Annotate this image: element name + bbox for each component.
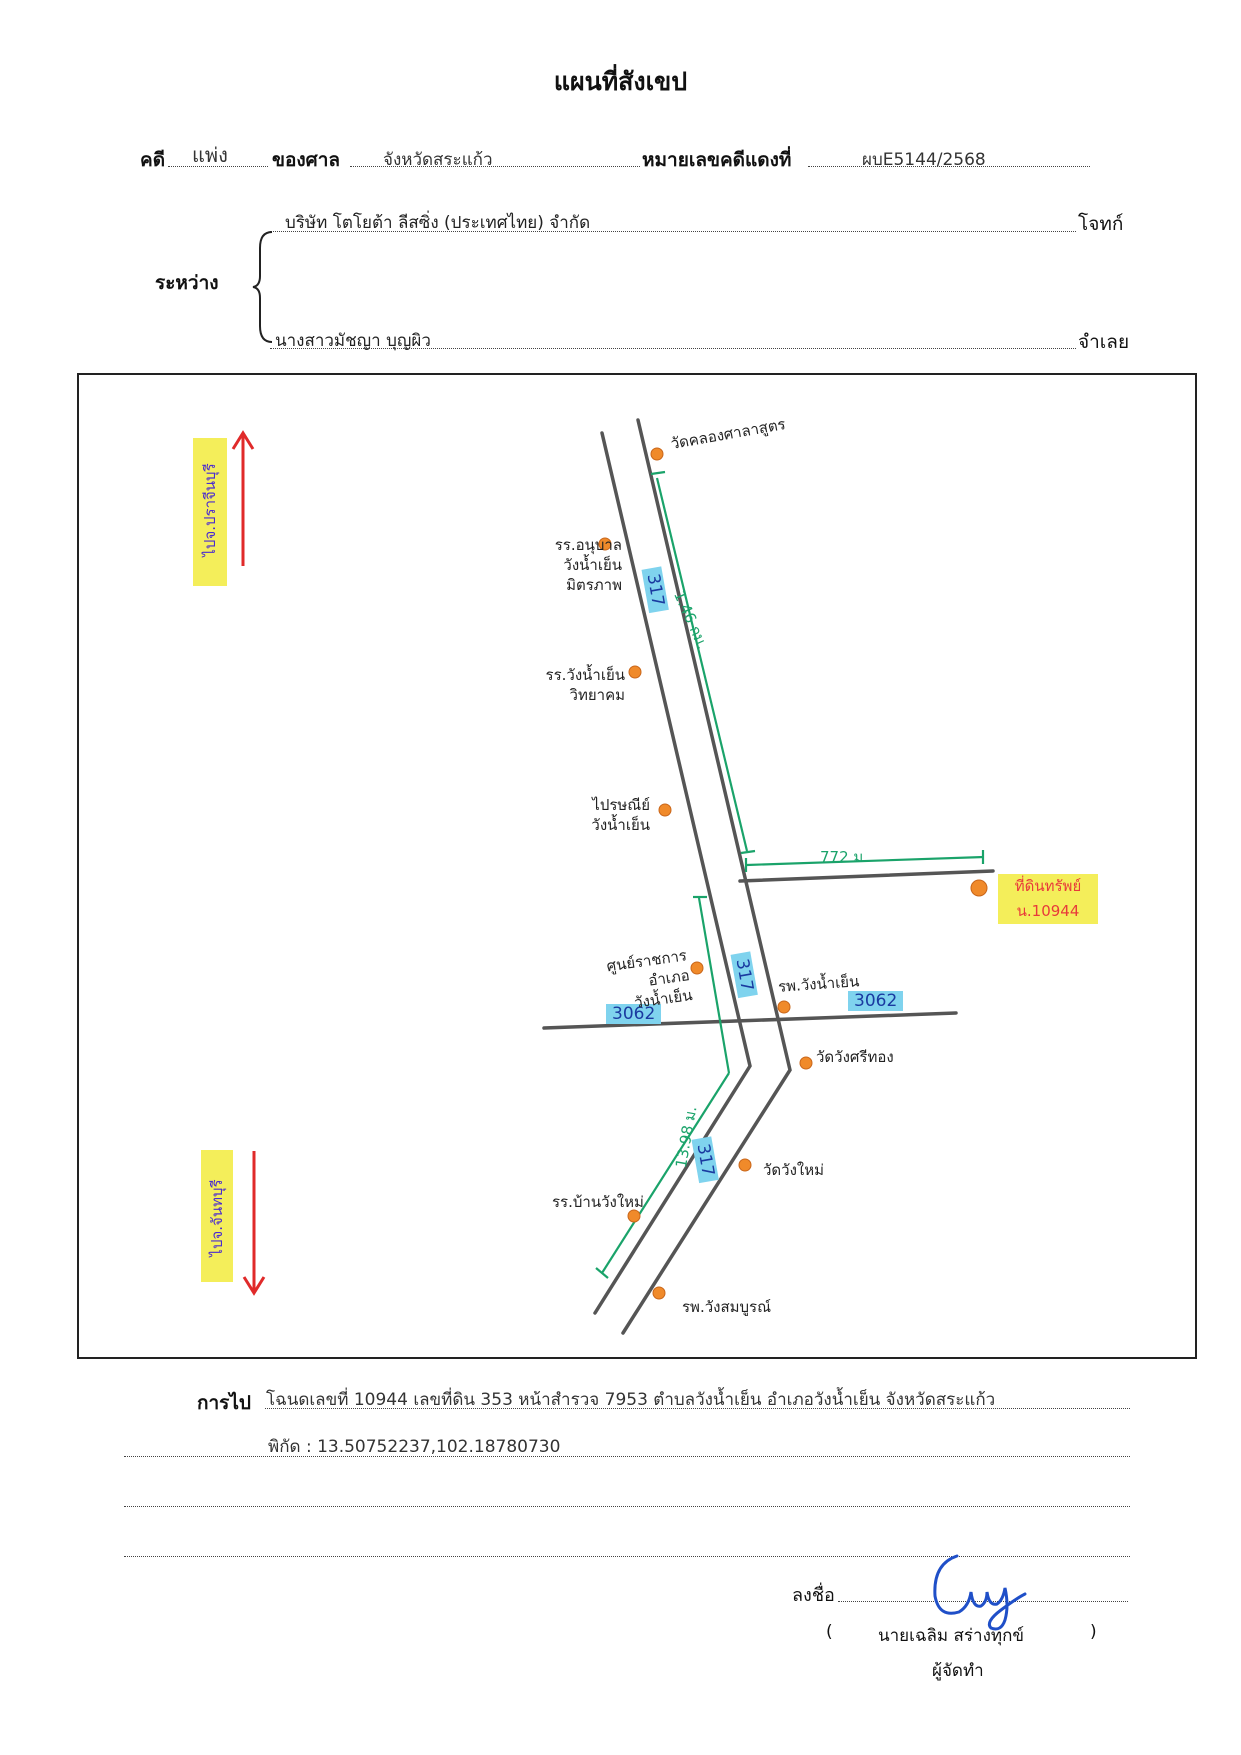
property-line2: น.10944 [1016, 902, 1080, 920]
signature-icon [933, 1554, 1027, 1631]
distance-east: 772 ม. [820, 848, 869, 866]
south-label: ไปจ.จันทบุรี [208, 1179, 226, 1257]
landmark-label: รร.บ้านวังใหม่ [552, 1193, 644, 1211]
case-type: แพ่ง [192, 143, 228, 167]
marker-icon [598, 537, 612, 551]
red-case-dots [808, 166, 1090, 167]
landmark-label: ไปรษณีย์ วังน้ำเย็น [591, 796, 650, 834]
south-highlight [201, 1150, 233, 1282]
page-title: แผนที่สังเขป [553, 67, 688, 96]
road-3062-tag-east: 3062 [848, 991, 904, 1011]
property-line1: ที่ดินทรัพย์ [1014, 877, 1082, 895]
main-road [542, 418, 995, 1335]
marker-icon [690, 961, 704, 975]
between-label: ระหว่าง [155, 272, 219, 294]
marker-icon [799, 1056, 813, 1070]
marker-icon [738, 1158, 752, 1172]
plaintiff-name: บริษัท โตโยต้า ลีสซิ่ง (ประเทศไทย) จำกัด [285, 213, 591, 233]
signer-role: ผู้จัดทำ [932, 1661, 984, 1681]
landmark-label: รร.อนุบาล วังน้ำเย็น มิตรภาพ [554, 536, 622, 594]
north-highlight [193, 438, 227, 586]
red-case-value: ผบE5144/2568 [862, 150, 986, 170]
coords-text: พิกัด : 13.50752237,102.18780730 [268, 1437, 561, 1457]
landmark-label: รร.วังน้ำเย็น วิทยาคม [545, 666, 625, 704]
marker-icon [650, 447, 664, 461]
property-marker-icon [970, 879, 988, 897]
marker-icon [658, 803, 672, 817]
north-label: ไปจ.ปราจีนบุรี [201, 463, 219, 557]
plaintiff-dots [270, 231, 1076, 232]
road-3062-tag-west: 3062 [606, 1004, 662, 1024]
close-paren: ) [1090, 1622, 1097, 1642]
directions-text: โฉนดเลขที่ 10944 เลขที่ดิน 353 หน้าสำรวจ… [266, 1390, 996, 1410]
distance-lines [595, 470, 985, 1279]
direction-arrows [231, 430, 266, 1296]
open-paren: ( [826, 1622, 833, 1642]
red-case-label: หมายเลขคดีแดงที่ [642, 149, 792, 171]
court-value: จังหวัดสระแก้ว [383, 150, 493, 170]
plaintiff-label: โจทก์ [1078, 213, 1124, 235]
landmark-label: รพ.วังสมบูรณ์ [682, 1298, 771, 1316]
marker-icon [627, 1209, 641, 1223]
case-dots [168, 166, 268, 167]
landmark-markers [598, 447, 988, 1300]
landmark-label: วัดวังใหม่ [763, 1161, 825, 1179]
defendant-name: นางสาวมัชญา บุญผิว [275, 331, 431, 351]
court-dots [350, 166, 640, 167]
directions-label: การไป [197, 1392, 251, 1414]
signer-name: นายเฉลิม สร่างทุกข์ [878, 1626, 1025, 1646]
blank-line-1 [124, 1506, 1130, 1507]
property-label: ที่ดินทรัพย์ น.10944 [998, 874, 1098, 924]
case-label: คดี [140, 149, 166, 171]
marker-icon [777, 1000, 791, 1014]
marker-icon [628, 665, 642, 679]
map-frame [77, 373, 1197, 1359]
coords-dots [124, 1456, 1130, 1457]
court-label: ของศาล [272, 149, 341, 171]
directions-dots [265, 1408, 1130, 1409]
brace-icon [252, 231, 273, 343]
landmark-label: วัดวังศรีทอง [816, 1048, 894, 1066]
marker-icon [652, 1286, 666, 1300]
sign-label: ลงชื่อ [792, 1585, 835, 1606]
blank-line-2 [124, 1556, 1130, 1557]
defendant-dots [270, 348, 1076, 349]
sign-dots [838, 1601, 1128, 1602]
map-drawing [231, 418, 995, 1335]
defendant-label: จำเลย [1078, 331, 1130, 353]
